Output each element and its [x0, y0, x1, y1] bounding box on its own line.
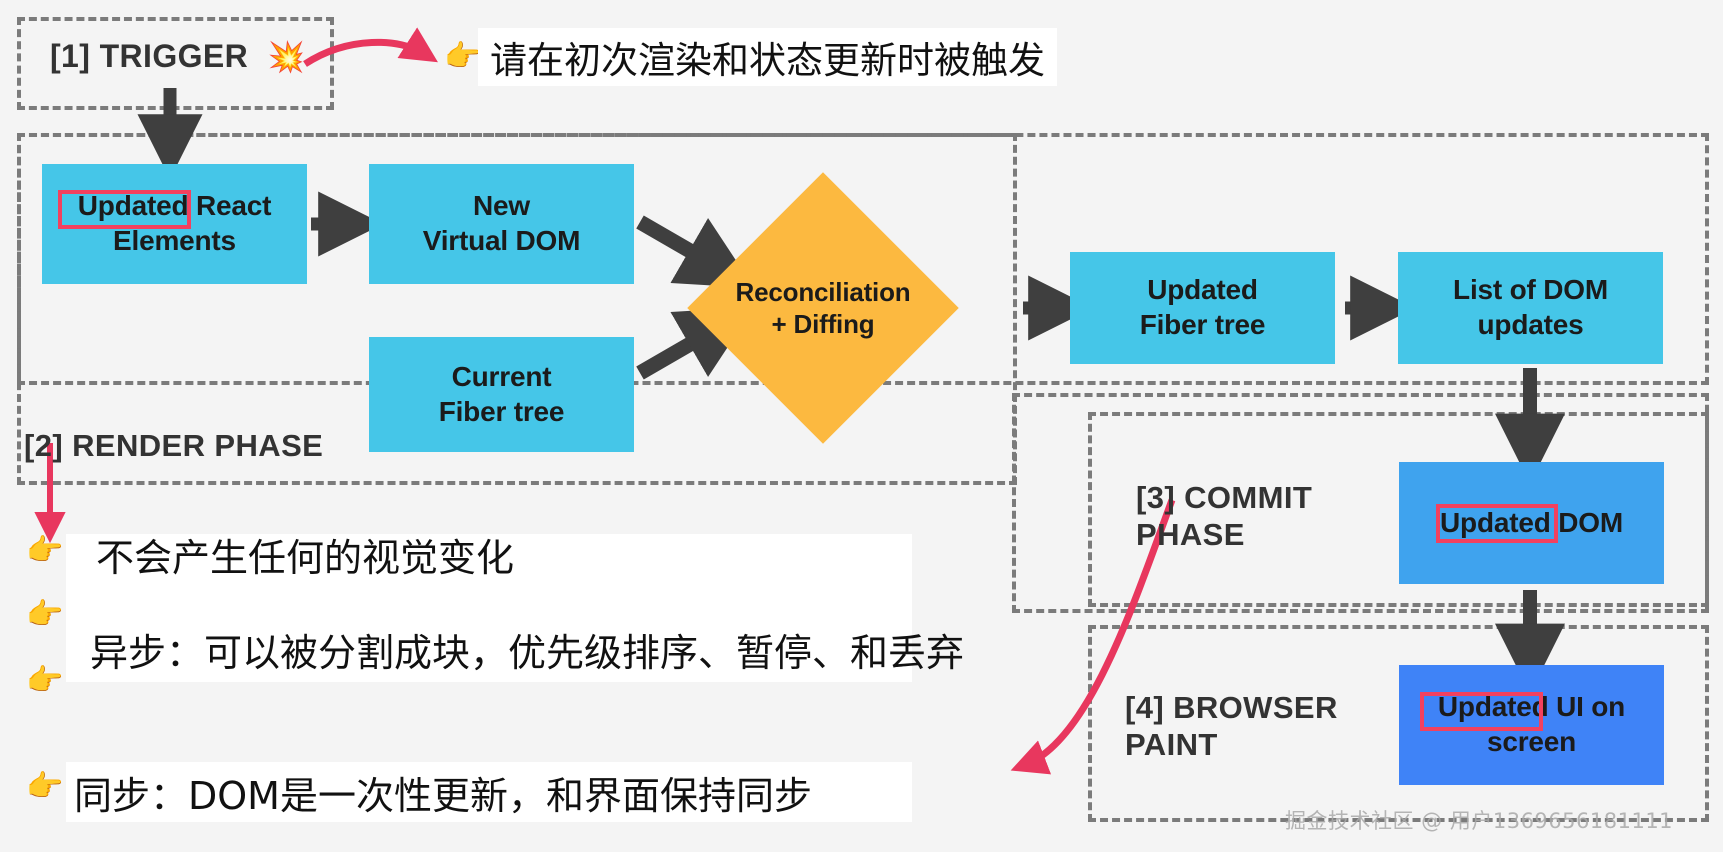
- pointer-icon-trigger: 👉: [444, 40, 482, 73]
- new-virtual-dom-line2: Virtual DOM: [422, 225, 581, 256]
- updated-fiber-tree-line2: Fiber tree: [1139, 309, 1266, 340]
- pointer-icon-commit-note: 👉: [26, 770, 64, 803]
- box-new-virtual-dom-text: New Virtual DOM: [423, 189, 581, 258]
- updated-react-elements-line1-highlight: Updated: [77, 190, 189, 222]
- commit-phase-label-line1: [3] COMMIT: [1136, 480, 1313, 515]
- box-updated-fiber-tree: Updated Fiber tree: [1070, 252, 1335, 364]
- trigger-note-callout: 请在初次渲染和状态更新时被触发: [478, 28, 1057, 86]
- watermark: 掘金技术社区 @ 用户1369656181111: [1285, 805, 1673, 835]
- pointer-icon-note-1: 👉: [26, 534, 64, 567]
- trigger-phase-label-text: [1] TRIGGER: [50, 38, 249, 74]
- box-list-of-dom-updates: List of DOM updates: [1398, 252, 1663, 364]
- pointer-icon-note-2: 👉: [26, 598, 64, 631]
- list-of-dom-updates-line2: updates: [1477, 309, 1584, 340]
- box-current-fiber-tree-text: Current Fiber tree: [439, 360, 565, 429]
- box-updated-dom-text: Updated DOM: [1440, 506, 1623, 541]
- browser-paint-label: [4] BROWSER PAINT: [1125, 690, 1338, 763]
- watermark-text: 掘金技术社区 @ 用户1369656181111: [1285, 809, 1674, 833]
- render-note-1: 不会产生任何的视觉变化: [96, 527, 514, 582]
- browser-paint-label-line1: [4] BROWSER: [1125, 690, 1338, 725]
- diamond-reconciliation-label: Reconciliation + Diffing: [690, 262, 956, 354]
- commit-phase-label-line2: PHASE: [1136, 516, 1245, 552]
- browser-paint-label-line2: PAINT: [1125, 726, 1218, 762]
- box-list-of-dom-updates-text: List of DOM updates: [1453, 273, 1608, 342]
- updated-ui-rest: UI on: [1548, 691, 1626, 723]
- box-current-fiber-tree: Current Fiber tree: [369, 337, 634, 452]
- render-note-2-text: 异步：可以被分割成块，优先级排序、暂停、和丢弃: [90, 631, 965, 675]
- render-notes-block: [66, 534, 912, 682]
- reconciliation-line1: Reconciliation: [735, 276, 911, 307]
- list-of-dom-updates-line1: List of DOM: [1453, 274, 1608, 306]
- box-new-virtual-dom: New Virtual DOM: [369, 164, 634, 284]
- updated-fiber-tree-line1: Updated: [1147, 274, 1258, 306]
- commit-phase-label: [3] COMMIT PHASE: [1136, 480, 1312, 553]
- updated-ui-line2: screen: [1486, 726, 1577, 757]
- trigger-phase-label: [1] TRIGGER 💥: [50, 38, 305, 76]
- diamond-reconciliation-text: Reconciliation + Diffing: [736, 276, 911, 341]
- updated-react-elements-line1-rest: React: [188, 190, 272, 222]
- render-phase-label: [2] RENDER PHASE: [24, 428, 323, 465]
- current-fiber-tree-line2: Fiber tree: [438, 395, 565, 427]
- box-updated-dom: Updated DOM: [1399, 462, 1664, 584]
- current-fiber-tree-line1: Current: [451, 360, 552, 392]
- box-updated-ui-on-screen-text: Updated UI on screen: [1438, 690, 1625, 759]
- box-updated-react-elements: Updated React Elements: [42, 164, 307, 284]
- box-updated-ui-on-screen: Updated UI on screen: [1399, 665, 1664, 785]
- commit-note-callout: 同步：DOM是一次性更新，和界面保持同步: [66, 762, 912, 822]
- commit-note-text: 同步：DOM是一次性更新，和界面保持同步: [74, 773, 812, 818]
- reconciliation-line2: + Diffing: [771, 309, 875, 339]
- box-updated-react-elements-text: Updated React Elements: [77, 189, 272, 258]
- pointer-icon-note-3: 👉: [26, 664, 64, 697]
- updated-dom-highlight: Updated: [1440, 506, 1551, 538]
- updated-dom-rest: DOM: [1550, 506, 1623, 538]
- render-phase-label-text: [2] RENDER PHASE: [24, 428, 324, 463]
- render-note-1-text: 不会产生任何的视觉变化: [96, 536, 515, 580]
- updated-react-elements-line2: Elements: [113, 225, 236, 256]
- trigger-note-text: 请在初次渲染和状态更新时被触发: [490, 39, 1045, 82]
- collision-icon: 💥: [267, 41, 306, 74]
- updated-ui-highlight: Updated: [1437, 691, 1549, 723]
- render-note-2: 异步：可以被分割成块，优先级排序、暂停、和丢弃: [90, 622, 964, 677]
- new-virtual-dom-line1: New: [473, 190, 530, 222]
- box-updated-fiber-tree-text: Updated Fiber tree: [1140, 273, 1266, 342]
